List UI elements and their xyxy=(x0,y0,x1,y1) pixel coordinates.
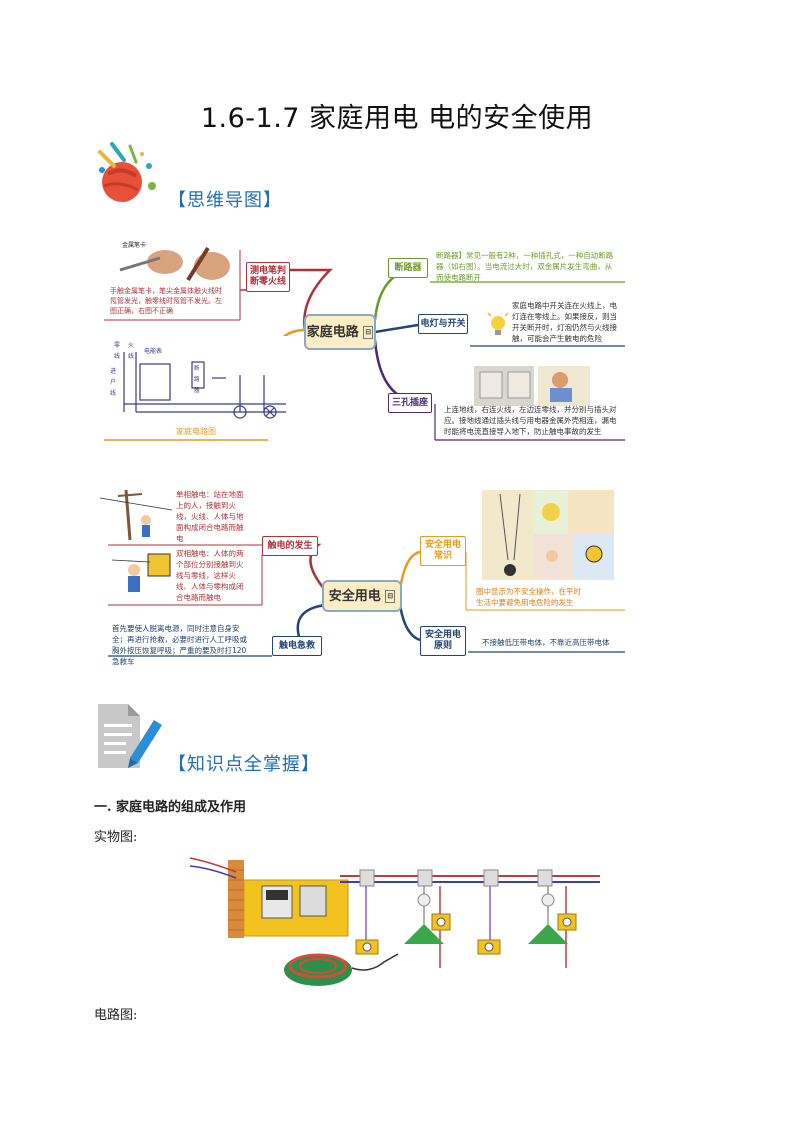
rescue-note: 首先要使人脱离电源，同时注意自身安 全；再进行抢救，必要时进行人工呼吸或 胸外按… xyxy=(112,624,247,666)
principle-note: 不接触低压带电体，不靠近高压带电体 xyxy=(482,638,610,647)
shock-branch-label: 触电的发生 xyxy=(267,540,313,551)
mindmap2-center: 安全用电 ⊟ xyxy=(322,580,402,612)
section-mindmap-heading: 【思维导图】 xyxy=(168,190,282,211)
common-sense-branch: 安全用电 常识 xyxy=(420,536,466,566)
double-phase-note: 双相触电：人体的两 个部位分别接触到火 线与零线，这样火 线、人体与零构成闭 合… xyxy=(176,549,244,602)
socket-branch-label: 三孔插座 xyxy=(391,397,428,408)
breaker-branch-label: 断路器 xyxy=(394,262,422,273)
circuit-label-live: 火线 xyxy=(128,342,135,360)
mindmap2-connectors xyxy=(99,489,625,657)
mindmap1-center-label: 家庭电路 xyxy=(306,324,359,340)
mindmap2-center-label: 安全用电 xyxy=(328,588,381,604)
planet-icon xyxy=(94,140,164,210)
collapse-icon: ⊟ xyxy=(363,325,374,339)
light-branch-label: 电灯与开关 xyxy=(420,318,466,329)
pen-test-photo xyxy=(108,238,238,283)
socket-note: 上连地线，右连火线，左边连零线，并分别与插头对 应。接地线通过插头线与用电器金属… xyxy=(444,405,617,436)
light-note: 家庭电路中开关连在火线上，电 灯连在零线上。如果接反，则当 开关断开时，灯泡仍然… xyxy=(512,301,617,343)
breaker-branch: 断路器 xyxy=(388,258,428,278)
section-knowledge-heading: 【知识点全掌握】 xyxy=(168,754,320,775)
pen-caption: 手触金属笔卡，笔尖金属体触火线时 氖管发光，触零线时氖管不发光。左 图正确，右图… xyxy=(110,287,222,315)
circuit-label-inlet: 进户线 xyxy=(110,368,117,397)
home-circuit-diagram xyxy=(108,336,288,422)
circuit-caption: 家庭电路图 xyxy=(176,427,216,436)
document-pen-icon xyxy=(94,700,166,772)
socket-branch: 三孔插座 xyxy=(388,393,432,413)
pen-branch: 测电笔判 断零火线 xyxy=(246,262,290,292)
physical-wiring-diagram xyxy=(189,857,600,986)
principle-branch-label: 安全用电 原则 xyxy=(424,630,461,651)
breaker-note: 断路器】常见一般有2种，一种插孔式，一种自动断路 器（如右图）。当电流过大时，双… xyxy=(436,251,614,282)
circuit-label-breaker: 断路器 xyxy=(194,366,200,394)
pen-branch-label: 测电笔判 断零火线 xyxy=(249,266,286,287)
single-phase-note: 单相触电：站在地面 上的人，接触到火 线，火线、人体与地 面构成闭合电路而触 电 xyxy=(176,490,244,543)
circuit-diagram-label: 电路图: xyxy=(94,1008,138,1023)
circuit-label-neutral: 零线 xyxy=(114,342,121,360)
double-phase-cartoon xyxy=(111,553,171,592)
single-phase-cartoon xyxy=(99,489,173,541)
pen-tag: 金属笔卡 xyxy=(122,242,147,249)
socket-photo xyxy=(474,366,590,406)
common-branch-label: 安全用电 常识 xyxy=(424,540,461,561)
heading-household-circuit: 一. 家庭电路的组成及作用 xyxy=(94,800,247,815)
lightbulb-icon xyxy=(487,312,509,335)
collapse-icon: ⊟ xyxy=(385,589,396,603)
light-switch-branch: 电灯与开关 xyxy=(418,314,468,334)
physical-diagram-label: 实物图: xyxy=(94,830,138,845)
circuit-label-meter: 电能表 xyxy=(144,348,163,355)
mindmap1-center: 家庭电路 ⊟ xyxy=(304,314,376,350)
common-note: 图中显示为不安全操作，在平时 生活中要避免用电危险的发生 xyxy=(476,587,581,607)
safety-collage xyxy=(482,490,614,580)
page-title: 1.6-1.7 家庭用电 电的安全使用 xyxy=(200,103,594,134)
rescue-branch-label: 触电急救 xyxy=(278,640,315,651)
principle-branch: 安全用电 原则 xyxy=(420,626,466,656)
shock-branch: 触电的发生 xyxy=(262,536,318,556)
rescue-branch: 触电急救 xyxy=(272,636,322,656)
